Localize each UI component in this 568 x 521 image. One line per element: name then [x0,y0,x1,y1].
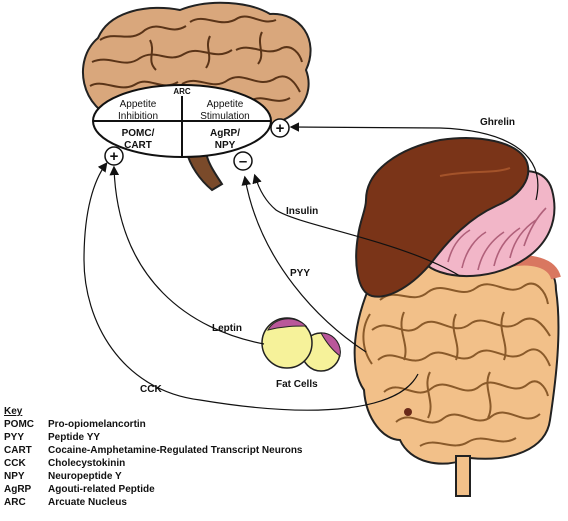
key-description: Cholecystokinin [48,458,126,469]
key-title: Key [4,406,23,417]
key-description: Cocaine-Amphetamine-Regulated Transcript… [48,445,303,456]
plus-sign-right: + [270,118,290,138]
liver-illustration [355,137,530,298]
plus-sign-left: + [104,146,124,166]
pomc-cart-label: POMC/CART [122,128,155,151]
key-abbreviation: CCK [4,458,26,469]
hormone-arrows [83,122,539,411]
key-description: Arcuate Nucleus [48,497,127,508]
minus-sign: – [233,151,253,171]
key-abbreviation: CART [4,445,32,456]
key-description: Agouti-related Peptide [48,484,155,495]
key-description: Neuropeptide Y [48,471,122,482]
key-entry-cck: CCK Cholecystokinin [4,457,344,470]
key-abbreviation: PYY [4,432,25,443]
key-entry-arc: ARC Arcuate Nucleus [4,496,344,509]
ghrelin-arrow [289,122,539,201]
key-abbreviation: AgRP [4,484,32,495]
cck-label: CCK [140,384,162,395]
agrp-npy-label: AgRP/NPY [210,128,240,151]
key-description: Pro-opiomelancortin [48,419,146,430]
arc-title: ARC [173,87,191,96]
ghrelin-label: Ghrelin [480,117,515,128]
pyy-label: PYY [290,268,310,279]
fat-cells-illustration [261,317,341,372]
key-abbreviation: ARC [4,497,26,508]
insulin-label: Insulin [286,206,318,217]
insulin-arrow [252,173,461,277]
key-entry-cart: CART Cocaine-Amphetamine-Regulated Transc… [4,444,344,457]
fat-cells-label: Fat Cells [276,379,318,390]
leptin-arrow [109,165,265,345]
svg-text:–: – [239,153,247,170]
pyy-arrow [241,175,367,353]
key-entry-agrp: AgRP Agouti-related Peptide [4,483,344,496]
key-description: Peptide YY [48,432,101,443]
svg-text:+: + [110,148,119,165]
intestines-illustration [353,253,561,497]
key-entry-pomc: POMC Pro-opiomelancortin [4,418,344,431]
leptin-label: Leptin [212,323,242,334]
key-entry-pyy: PYY Peptide YY [4,431,344,444]
key-abbreviation: POMC [4,419,34,430]
svg-text:+: + [276,120,285,137]
cck-arrow [83,162,419,411]
key-entry-npy: NPY Neuropeptide Y [4,470,344,483]
key-abbreviation: NPY [4,471,25,482]
